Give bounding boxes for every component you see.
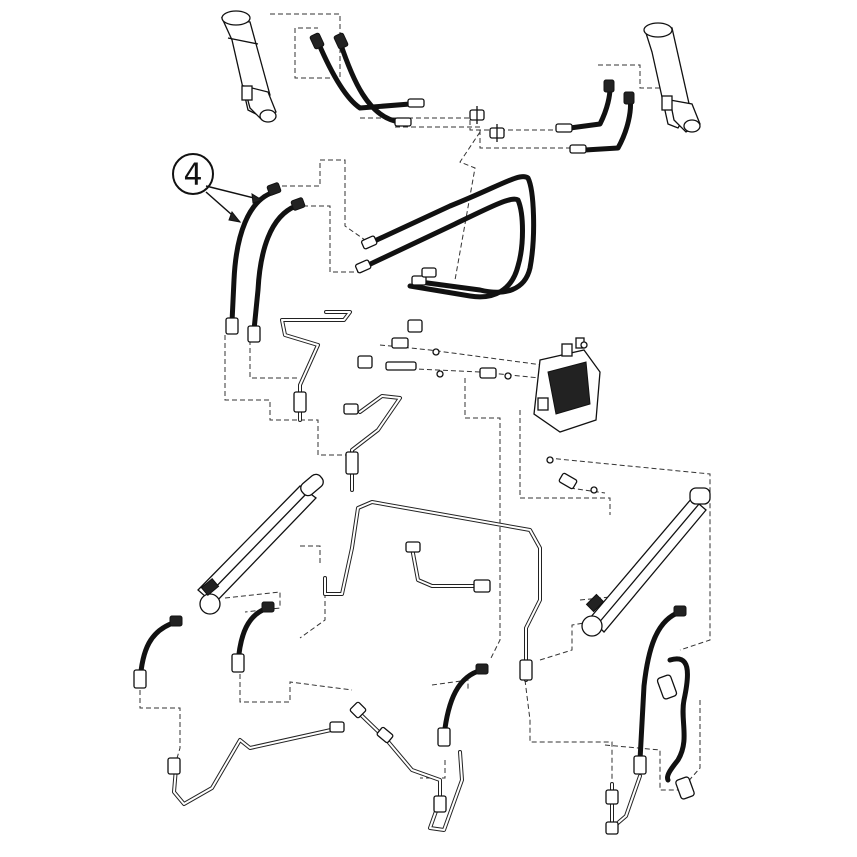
- long-loop-hoses: [354, 174, 537, 300]
- callout-label: 4: [183, 158, 202, 193]
- callout-circle: [172, 153, 214, 195]
- long-bent-tube: [323, 500, 542, 682]
- middle-metal-tubes: [280, 310, 402, 492]
- callout-4-hoses: [225, 182, 306, 343]
- bottom-tubes: [167, 701, 642, 835]
- lower-right-cylinder: [581, 487, 711, 637]
- fittings-and-valve: [357, 319, 601, 494]
- lower-left-cylinder: [197, 473, 324, 615]
- top-hoses: [309, 32, 635, 154]
- callout-4: 4: [172, 153, 264, 223]
- top-right-cylinder: [643, 22, 701, 133]
- top-left-cylinder: [220, 10, 277, 123]
- lower-hoses: [133, 601, 695, 800]
- dashed-connection-lines: [139, 13, 711, 791]
